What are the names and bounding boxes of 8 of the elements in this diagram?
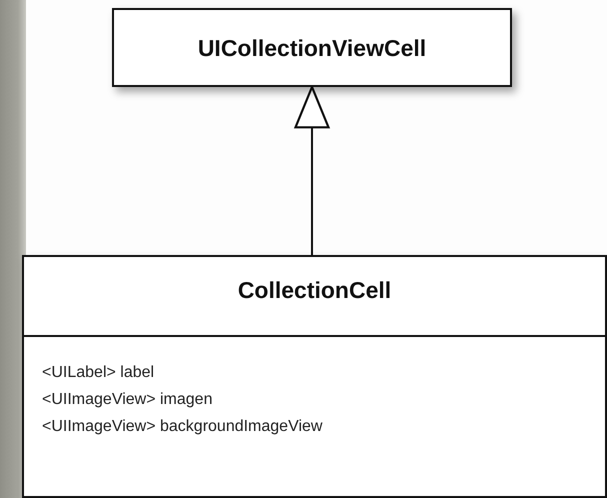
inheritance-arrow	[294, 86, 330, 255]
attribute-text: <UIImageView> imagen	[42, 390, 212, 410]
class-box	[112, 8, 512, 87]
class-name: UICollectionViewCell	[196, 35, 428, 62]
attribute-text: <UILabel> label	[42, 363, 154, 383]
class-name: CollectionCell	[236, 277, 392, 304]
attribute-text: <UIImageView> backgroundImageView	[42, 417, 322, 437]
class-box	[22, 255, 607, 498]
